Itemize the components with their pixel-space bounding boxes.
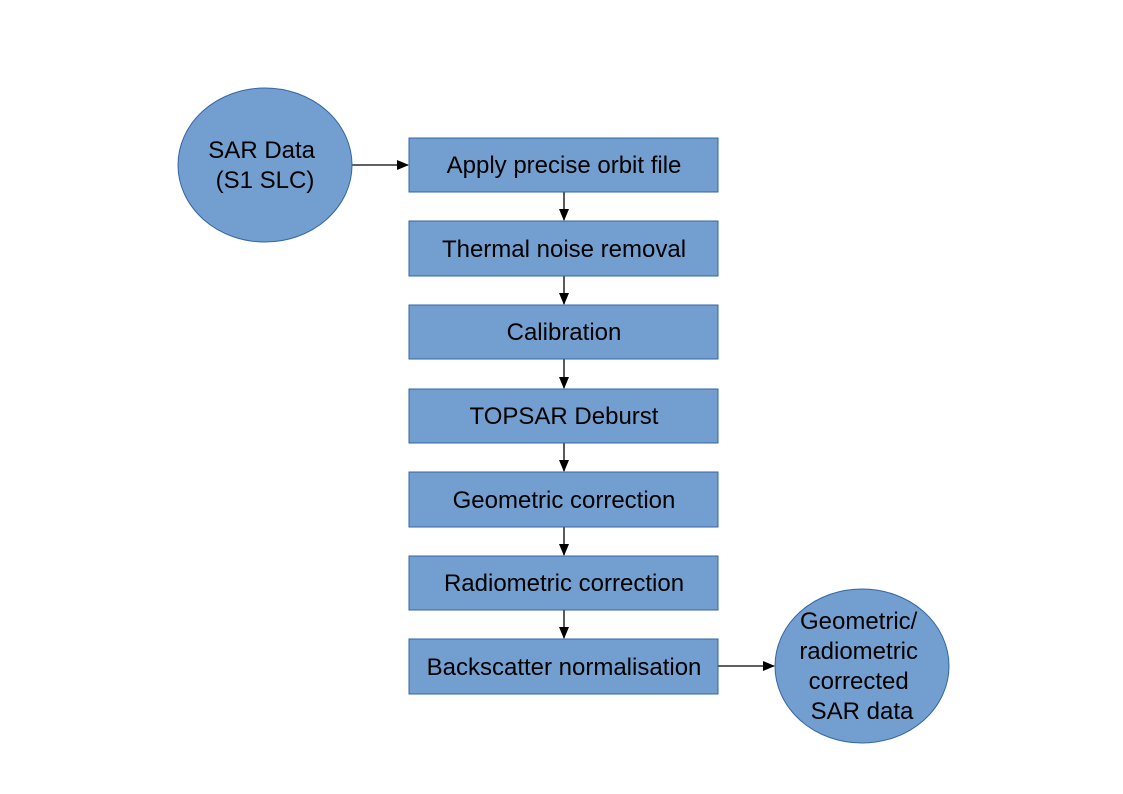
- output-node-label-line: SAR data: [811, 698, 914, 725]
- step-label: Calibration: [507, 319, 622, 346]
- input-node: SAR Data (S1 SLC): [177, 87, 353, 243]
- step-6: Radiometric correction: [408, 555, 719, 611]
- output-node-label-line: radiometric: [799, 638, 918, 665]
- step-7: Backscatter normalisation: [408, 638, 719, 695]
- step-box: [408, 388, 719, 444]
- step-label: Backscatter normalisation: [427, 654, 702, 681]
- step-5: Geometric correction: [408, 471, 719, 528]
- output-node: Geometric/ radiometric corrected SAR dat…: [774, 588, 950, 744]
- input-node-label: SAR Data (S1 SLC): [208, 137, 321, 194]
- step-label: Thermal noise removal: [442, 236, 686, 263]
- step-4: TOPSAR Deburst: [408, 388, 719, 444]
- output-node-label-line: Geometric/: [800, 608, 918, 635]
- step-box: [408, 220, 719, 277]
- step-label: Geometric correction: [453, 487, 676, 514]
- step-1: Apply precise orbit file: [408, 137, 719, 193]
- output-node-label-line: corrected: [809, 668, 909, 695]
- step-box: [408, 304, 719, 360]
- edges: [352, 160, 775, 671]
- step-box: [408, 555, 719, 611]
- output-node-shape: [774, 588, 950, 744]
- input-node-label-line: (S1 SLC): [216, 167, 315, 194]
- step-3: Calibration: [408, 304, 719, 360]
- step-box: [408, 638, 719, 695]
- input-node-shape: [177, 87, 353, 243]
- step-label: Radiometric correction: [444, 570, 684, 597]
- step-label: Apply precise orbit file: [447, 152, 682, 179]
- step-2: Thermal noise removal: [408, 220, 719, 277]
- step-box: [408, 471, 719, 528]
- step-box: [408, 137, 719, 193]
- step-label: TOPSAR Deburst: [470, 403, 659, 430]
- input-node-label-line: SAR Data: [208, 137, 315, 164]
- output-node-label: Geometric/ radiometric corrected SAR dat…: [799, 608, 924, 725]
